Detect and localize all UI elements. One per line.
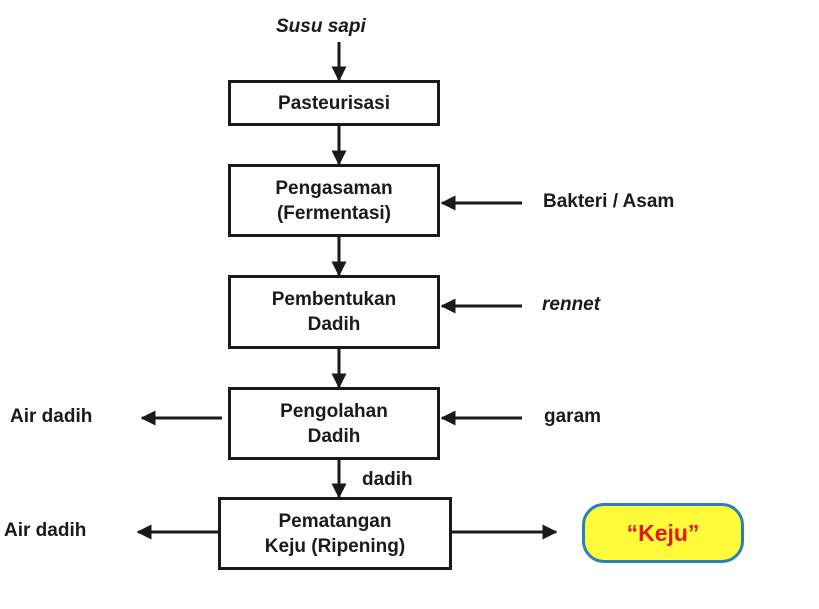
addition-bakteri-asam: Bakteri / Asam [543,191,675,212]
result-keju: “Keju” [582,503,744,563]
output-air-dadih-1: Air dadih [10,406,93,427]
step-pembentukan-dadih: Pembentukan Dadih [228,275,440,349]
flow-label-dadih: dadih [362,469,413,490]
step-pematangan-keju: Pematangan Keju (Ripening) [218,497,452,570]
addition-rennet: rennet [542,294,601,315]
addition-garam: garam [544,406,602,427]
step-pengasaman: Pengasaman (Fermentasi) [228,164,440,237]
step-pasteurisasi: Pasteurisasi [228,80,440,126]
step-pengolahan-dadih: Pengolahan Dadih [228,387,440,460]
input-label: Susu sapi [276,16,366,37]
output-air-dadih-2: Air dadih [4,520,87,541]
